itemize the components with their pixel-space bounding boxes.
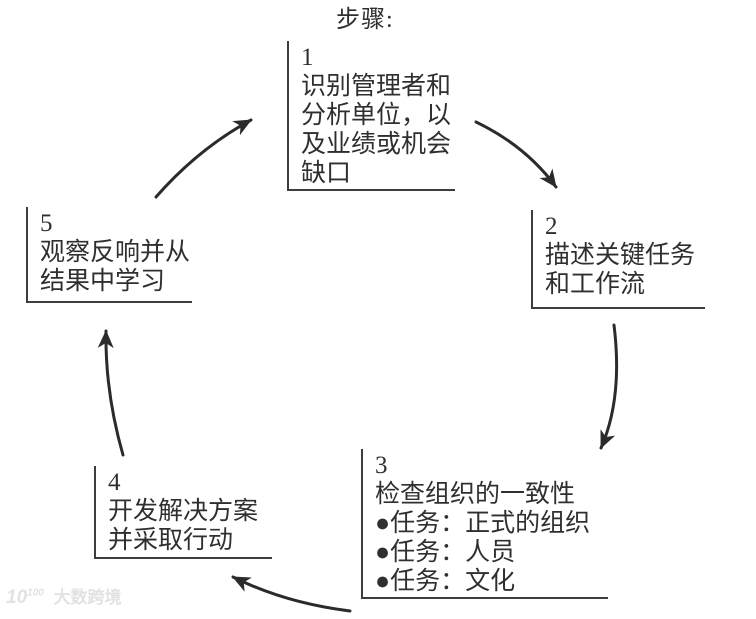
step-box-5: 5 观察反响并从 结果中学习 bbox=[26, 207, 192, 303]
step-text-line: 检查组织的一致性 bbox=[375, 481, 576, 508]
step-number: 1 bbox=[301, 44, 314, 71]
arrow-step5-to-step1-icon bbox=[154, 118, 253, 199]
diagram-title: 步骤: bbox=[336, 7, 394, 33]
step-number: 5 bbox=[40, 210, 53, 237]
watermark: 10100 大数跨境 bbox=[6, 583, 122, 609]
step-text-line: ●任务：文化 bbox=[375, 568, 516, 595]
step-number: 3 bbox=[375, 452, 388, 479]
step-text-line: 结果中学习 bbox=[40, 268, 166, 295]
arrow-step2-to-step3-icon bbox=[599, 323, 619, 450]
watermark-logo-icon: 10100 bbox=[6, 587, 44, 608]
arrow-step4-to-step5-icon bbox=[97, 329, 125, 457]
watermark-logo-base: 10 bbox=[6, 587, 28, 608]
arrow-step3-to-step4-icon bbox=[231, 575, 352, 613]
arrow-step1-to-step2-icon bbox=[474, 120, 558, 189]
step-text-line: 和工作流 bbox=[545, 271, 646, 298]
step-text-line: 及业绩或机会 bbox=[301, 131, 452, 158]
step-text-line: ●任务：正式的组织 bbox=[375, 510, 591, 537]
step-box-3: 3 检查组织的一致性 ●任务：正式的组织 ●任务：人员 ●任务：文化 bbox=[361, 449, 608, 599]
step-text-line: ●任务：人员 bbox=[375, 539, 516, 566]
step-text-line: 观察反响并从 bbox=[40, 239, 191, 266]
watermark-logo-exponent: 100 bbox=[27, 587, 44, 599]
watermark-brand: 大数跨境 bbox=[53, 588, 122, 607]
step-text-line: 分析单位，以 bbox=[301, 102, 452, 129]
step-text-line: 描述关键任务 bbox=[545, 242, 696, 269]
step-box-2: 2 描述关键任务 和工作流 bbox=[531, 210, 705, 309]
step-text-line: 识别管理者和 bbox=[301, 73, 452, 100]
step-box-4: 4 开发解决方案 并采取行动 bbox=[94, 466, 272, 559]
step-box-1: 1 识别管理者和 分析单位，以 及业绩或机会 缺口 bbox=[287, 41, 455, 191]
step-text-line: 开发解决方案 bbox=[108, 498, 259, 525]
step-number: 2 bbox=[545, 213, 558, 240]
step-text-line: 并采取行动 bbox=[108, 527, 234, 554]
step-number: 4 bbox=[108, 469, 121, 496]
step-text-line: 缺口 bbox=[301, 160, 352, 187]
